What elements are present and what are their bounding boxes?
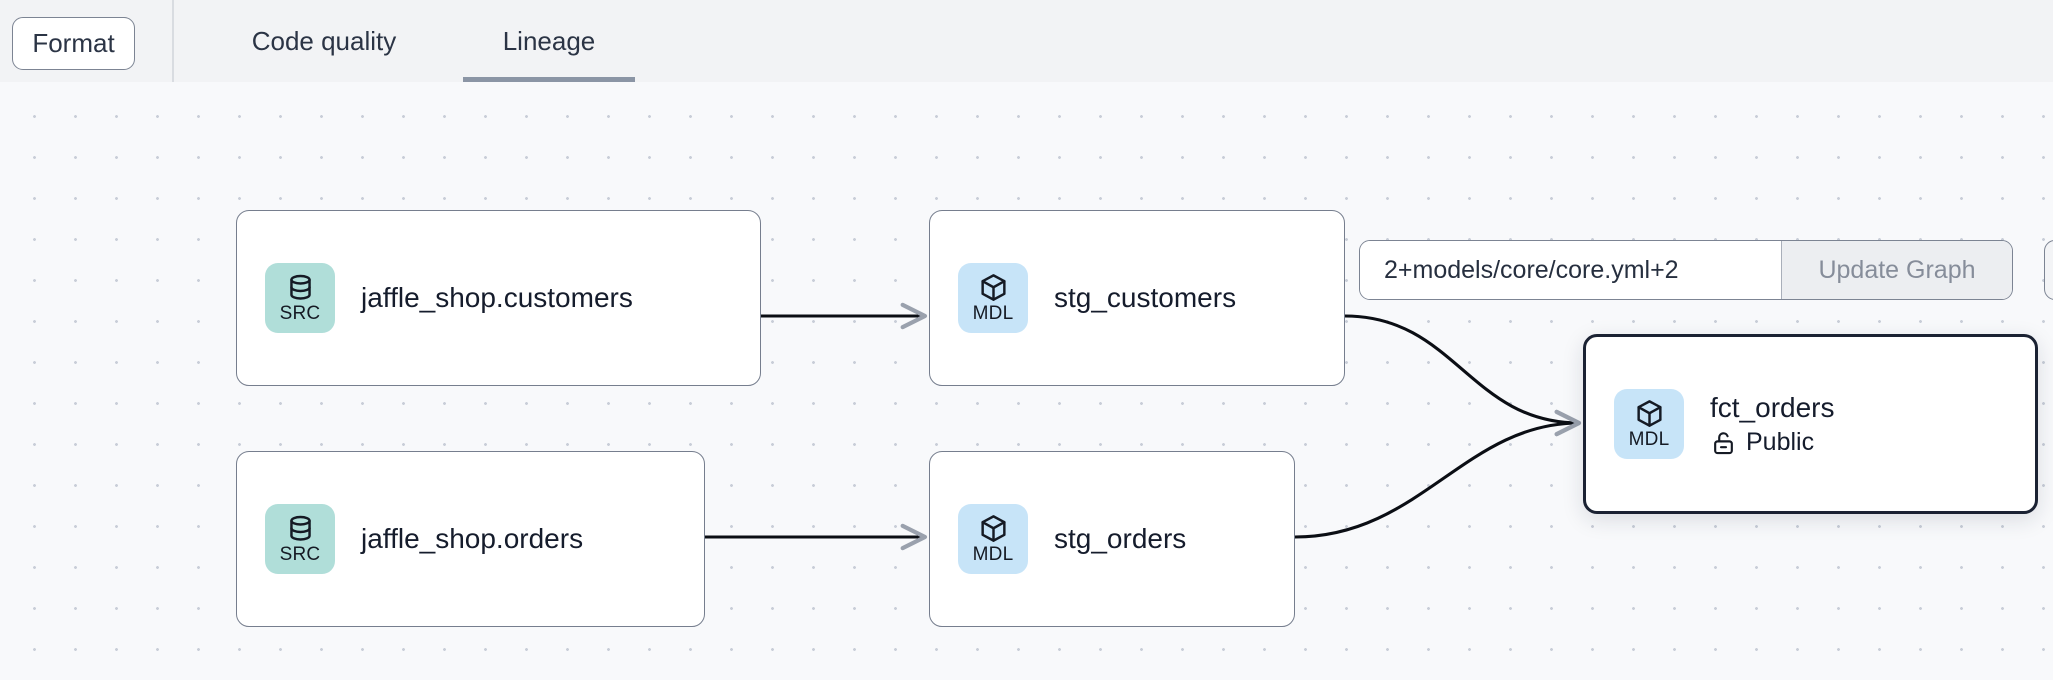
format-button[interactable]: Format	[12, 17, 135, 70]
toolbar-divider	[172, 0, 174, 82]
node-title: fct_orders	[1710, 392, 1835, 423]
graph-selector-control: Update Graph	[1359, 240, 2013, 300]
node-text-group: jaffle_shop.customers	[361, 281, 633, 315]
node-text-group: stg_orders	[1054, 522, 1186, 556]
edge-stg-customers-to-fct-orders	[1344, 314, 1582, 437]
tab-lineage-label: Lineage	[502, 25, 596, 56]
graph-side-control-button[interactable]	[2044, 240, 2053, 300]
database-icon	[285, 272, 316, 303]
editor-toolbar: Format Code quality Lineage	[0, 0, 2053, 82]
node-title: stg_orders	[1054, 523, 1187, 554]
node-visibility-row: Public	[1710, 427, 1835, 457]
node-badge-label: SRC	[279, 544, 321, 565]
cube-icon	[1634, 398, 1665, 429]
tab-lineage[interactable]: Lineage	[463, 0, 635, 82]
node-visibility-label: Public	[1746, 428, 1815, 456]
node-badge-label: MDL	[1628, 429, 1670, 450]
node-text-group: stg_customers	[1054, 281, 1236, 315]
graph-node-stg_customers[interactable]: MDL stg_customers	[929, 210, 1345, 386]
graph-node-jaffle_shop_orders[interactable]: SRC jaffle_shop.orders	[236, 451, 705, 627]
node-badge-mdl: MDL	[958, 504, 1028, 574]
node-badge-mdl: MDL	[1614, 389, 1684, 459]
node-text-group: jaffle_shop.orders	[361, 522, 583, 556]
node-badge-label: MDL	[972, 544, 1014, 565]
tab-code-quality-label: Code quality	[251, 25, 397, 56]
cube-icon	[978, 513, 1009, 544]
active-tab-indicator	[463, 77, 635, 82]
unlock-icon	[1710, 429, 1737, 456]
tab-code-quality[interactable]: Code quality	[240, 0, 408, 82]
update-graph-button[interactable]: Update Graph	[1781, 241, 2012, 299]
edge-stg-orders-to-fct-orders	[1294, 409, 1582, 539]
cube-icon	[978, 272, 1009, 303]
node-badge-label: MDL	[972, 303, 1014, 324]
graph-node-jaffle_shop_customers[interactable]: SRC jaffle_shop.customers	[236, 210, 761, 386]
node-badge-src: SRC	[265, 263, 335, 333]
node-badge-label: SRC	[279, 303, 321, 324]
node-badge-mdl: MDL	[958, 263, 1028, 333]
node-title: jaffle_shop.orders	[361, 523, 584, 554]
graph-node-stg_orders[interactable]: MDL stg_orders	[929, 451, 1295, 627]
node-title: jaffle_shop.customers	[361, 282, 633, 313]
node-title: stg_customers	[1054, 282, 1237, 313]
graph-selector-input[interactable]	[1360, 241, 1781, 299]
node-badge-src: SRC	[265, 504, 335, 574]
database-icon	[285, 513, 316, 544]
